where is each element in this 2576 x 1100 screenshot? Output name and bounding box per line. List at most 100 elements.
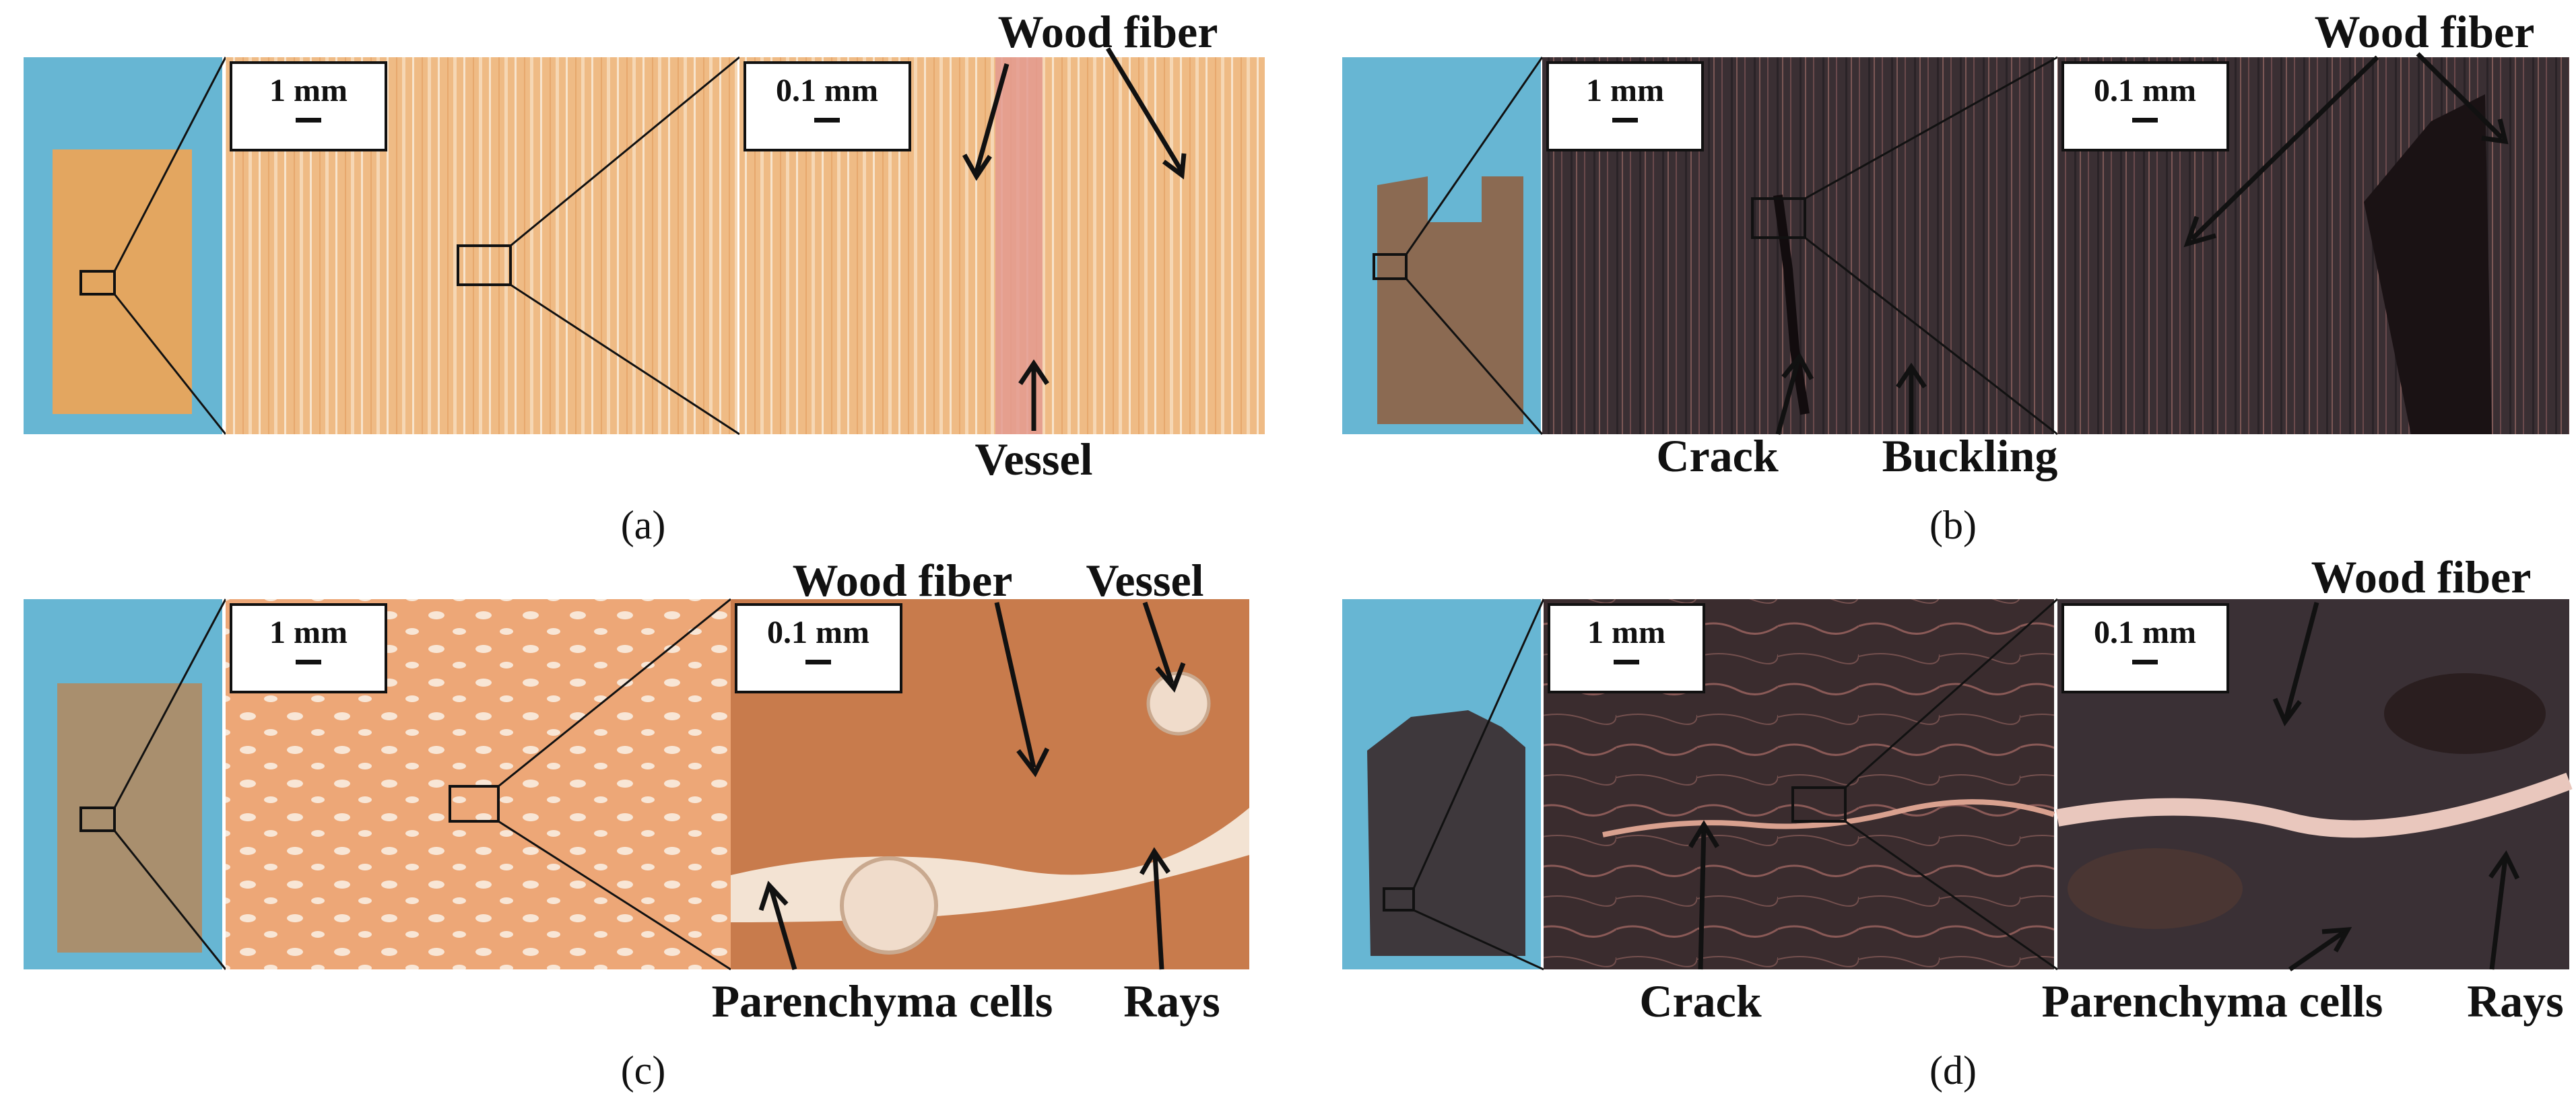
- caption-d: (d): [1929, 1048, 1977, 1093]
- roi-box: [79, 270, 116, 296]
- specimen-a: [53, 149, 192, 414]
- arrowhead: [1162, 153, 1187, 180]
- zoom-line: [113, 830, 227, 970]
- roi-box: [1751, 197, 1806, 239]
- scalebar-label: 1 mm: [1586, 73, 1664, 108]
- vessel-pore: [1146, 671, 1211, 736]
- zoom-line: [1845, 598, 2058, 789]
- scalebar-box: [1548, 603, 1705, 693]
- arrow: [1106, 47, 1184, 173]
- arrow: [994, 602, 1036, 768]
- arrowhead: [2488, 850, 2520, 880]
- zoom-line: [1405, 278, 1544, 435]
- arrow: [2284, 602, 2319, 718]
- roi-box: [1373, 253, 1408, 280]
- specimen-d: [1367, 710, 1525, 956]
- arrow: [2190, 55, 2379, 241]
- vessel-pore: [840, 856, 938, 955]
- crack-line: [2055, 772, 2573, 838]
- scalebar-line: [1612, 118, 1638, 123]
- arrowhead: [962, 153, 992, 181]
- arrow: [2288, 930, 2345, 971]
- arrowhead: [1896, 362, 1927, 388]
- scalebar-label: 0.1 mm: [2094, 615, 2196, 650]
- label-vessel: Vessel: [975, 434, 1092, 485]
- panel-c: 1 mm 0.1 mm Wood fiber Vessel Parenchyma…: [24, 555, 1249, 1093]
- zoom-line: [113, 598, 227, 809]
- scalebar-box: [744, 61, 911, 151]
- arrow: [1152, 854, 1164, 970]
- label-vessel: Vessel: [1086, 555, 1203, 606]
- zoom-line: [1804, 56, 2058, 200]
- caption-b: (b): [1929, 503, 1977, 547]
- scalebar-label: 1 mm: [1587, 615, 1665, 650]
- crack-void: [2068, 848, 2243, 929]
- arrow: [2489, 858, 2508, 970]
- arrowhead: [1781, 352, 1814, 380]
- zoom-line: [1412, 598, 1545, 889]
- panel-b: 1 mm 0.1 mm Wood fiber Crack Buckling (b…: [1342, 6, 2569, 547]
- caption-a: (a): [621, 503, 666, 547]
- arrow: [1775, 359, 1801, 435]
- panel-a: 1 mm 0.1 mm Wood fiber Vessel (a): [24, 6, 1265, 547]
- roi-box: [79, 806, 116, 832]
- zoom-line: [510, 283, 740, 436]
- roi-box: [457, 244, 512, 286]
- scalebar-label: 0.1 mm: [776, 73, 878, 108]
- roi-box: [1791, 786, 1847, 823]
- label-wood-fiber: Wood fiber: [2315, 6, 2535, 57]
- zoom-line: [498, 820, 731, 971]
- zoom-line: [1845, 820, 2058, 971]
- crack-line: [1773, 195, 1810, 415]
- arrowhead: [2481, 118, 2509, 145]
- arrow: [1142, 601, 1175, 685]
- arrowhead: [1155, 662, 1186, 693]
- scalebar-line: [2132, 660, 2158, 664]
- scalebar-label: 1 mm: [269, 615, 348, 650]
- label-parenchyma: Parenchyma cells: [2042, 975, 2383, 1027]
- crack-void: [2364, 94, 2492, 434]
- label-buckling: Buckling: [1882, 430, 2058, 481]
- zoom-line: [1413, 909, 1544, 971]
- crack-line: [1602, 799, 2055, 837]
- arrow: [2416, 52, 2504, 140]
- arrowhead: [2272, 697, 2302, 726]
- label-wood-fiber: Wood fiber: [2311, 551, 2532, 603]
- zoom-line: [113, 294, 227, 435]
- scalebar-line: [814, 118, 840, 123]
- scalebar-line: [1614, 660, 1639, 664]
- scalebar-label: 0.1 mm: [2094, 73, 2196, 108]
- caption-c: (c): [621, 1048, 666, 1093]
- scalebar-box: [230, 603, 387, 693]
- label-parenchyma: Parenchyma cells: [712, 975, 1053, 1027]
- arrowhead: [1018, 359, 1049, 385]
- arrowhead: [2321, 926, 2352, 953]
- scalebar-box: [230, 61, 387, 151]
- roi-box: [449, 785, 500, 823]
- arrowhead: [1688, 820, 1719, 848]
- arrow: [768, 888, 797, 970]
- arrowhead: [1139, 847, 1170, 875]
- scalebar-line: [296, 660, 321, 664]
- label-rays: Rays: [2467, 975, 2564, 1027]
- zoom-line: [498, 598, 731, 788]
- zoom-line: [113, 57, 227, 272]
- label-wood-fiber: Wood fiber: [793, 555, 1013, 606]
- scalebar-line: [805, 660, 831, 664]
- specimen-b: [1377, 176, 1523, 424]
- scalebar-box: [2061, 603, 2229, 693]
- scalebar-box: [1546, 61, 1704, 151]
- label-crack: Crack: [1639, 975, 1761, 1027]
- scalebar-label: 1 mm: [269, 73, 348, 108]
- scalebar-line: [296, 118, 321, 123]
- zoom-line: [510, 56, 740, 247]
- arrowhead: [758, 881, 789, 912]
- scalebar-box: [2061, 61, 2229, 151]
- arrowhead: [2183, 215, 2216, 248]
- zoom-line: [1804, 236, 2058, 436]
- zoom-line: [1405, 57, 1544, 255]
- scalebar-label: 0.1 mm: [767, 615, 869, 650]
- arrowhead: [1016, 747, 1050, 778]
- crack-void: [2384, 673, 2546, 754]
